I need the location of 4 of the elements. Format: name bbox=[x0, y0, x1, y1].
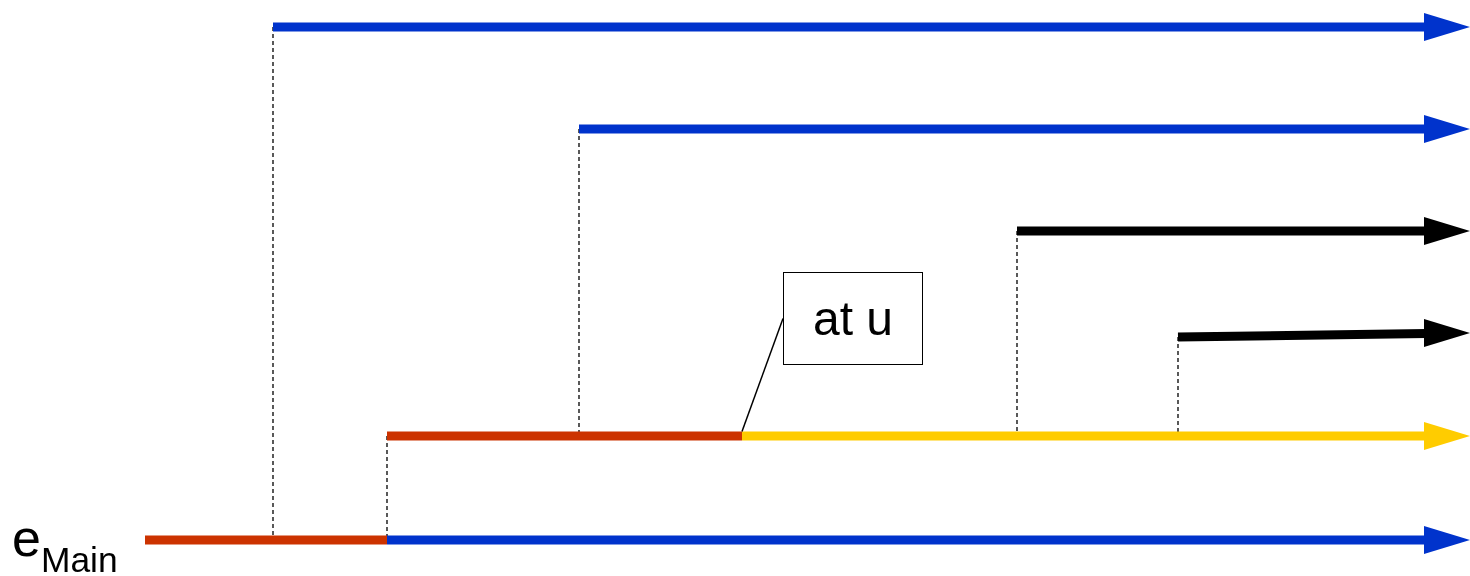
label-box: at u bbox=[783, 272, 923, 365]
thread-bar bbox=[387, 431, 742, 441]
thread-label: e$_{Main}$ bbox=[12, 512, 118, 576]
leader-line bbox=[741, 317, 784, 433]
